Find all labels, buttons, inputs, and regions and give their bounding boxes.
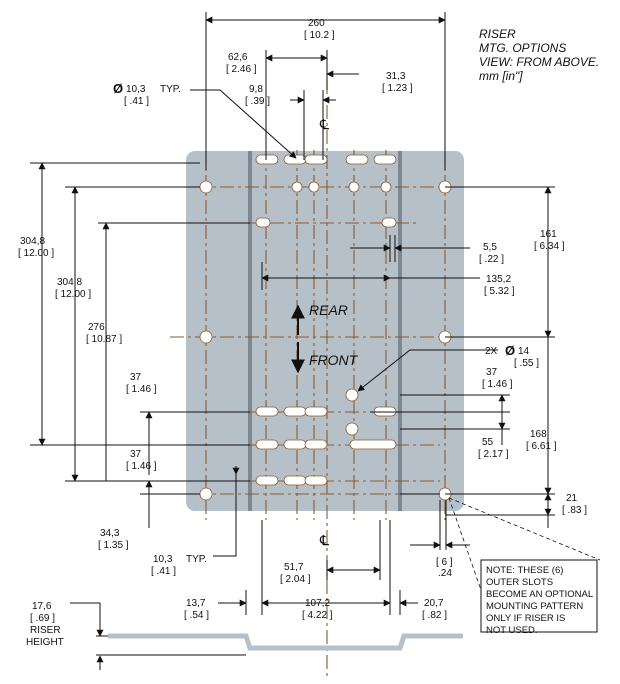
dim-276-in: [ 10.87 ] [86, 334, 122, 345]
svg-text:MOUNTING PATTERN: MOUNTING PATTERN [486, 601, 583, 612]
rear-label: REAR [309, 302, 348, 318]
dim-17-6: 17,6 [32, 601, 52, 612]
dim-5-5-in: [ .22 ] [479, 254, 504, 265]
diameter-symbol-2: Ø [505, 343, 515, 358]
centerline-marker-bottom: ℄ [319, 532, 329, 548]
dim-17-6-in: [ .69 ] [30, 613, 55, 624]
dim-161-in: [ 6.34 ] [534, 241, 565, 252]
dim-13-7-in: [ .54 ] [184, 610, 209, 621]
dim-55: 55 [482, 437, 494, 448]
title-block: RISER MTG. OPTIONS VIEW: FROM ABOVE. mm … [479, 27, 599, 83]
dim-10-3-b-in: [ .41 ] [151, 566, 176, 577]
dim-304-8-a: 304,8 [20, 236, 45, 247]
dim-10-3-in: [ .41 ] [124, 96, 149, 107]
dim-14: 14 [518, 346, 530, 357]
dim-31-3-in: [ 1.23 ] [382, 83, 413, 94]
dim-34-3: 34,3 [100, 528, 120, 539]
dim-304-8-b-in: [ 12.00 ] [55, 289, 91, 300]
dim-6: [ 6 ] [436, 557, 453, 568]
riser-height-label-2: HEIGHT [26, 637, 64, 648]
dim-37-left-b: 37 [130, 449, 142, 460]
dim-9-8: 9,8 [249, 84, 263, 95]
svg-text:MTG. OPTIONS: MTG. OPTIONS [479, 41, 566, 55]
riser-profile [108, 633, 463, 651]
dim-9-8-in: [ .39 ] [245, 96, 270, 107]
dim-31-3: 31,3 [386, 71, 406, 82]
dim-37-left: 37 [130, 372, 142, 383]
dim-135-2-in: [ 5.32 ] [484, 286, 515, 297]
dim-62-6: 62,6 [228, 52, 248, 63]
centerline-marker-top: ℄ [319, 116, 329, 132]
dim-135-2: 135,2 [486, 274, 511, 285]
svg-text:VIEW: FROM ABOVE.: VIEW: FROM ABOVE. [479, 55, 599, 69]
dim-10-3-b: 10,3 [153, 554, 173, 565]
dim-34-3-in: [ 1.35 ] [98, 540, 129, 551]
dim-20-7-in: [ .82 ] [422, 610, 447, 621]
dimension-lines [30, 12, 555, 670]
svg-text:BECOME AN OPTIONAL: BECOME AN OPTIONAL [486, 589, 593, 600]
dim-37-left-in: [ 1.46 ] [126, 384, 157, 395]
dim-276: 276 [88, 322, 105, 333]
dim-13-7: 13,7 [186, 598, 206, 609]
dim-168-in: [ 6.61 ] [526, 441, 557, 452]
dim-260-in: [ 10.2 ] [304, 30, 335, 41]
dim-304-8-a-in: [ 12.00 ] [18, 248, 54, 259]
dim-260: 260 [308, 18, 325, 29]
svg-text:OUTER SLOTS: OUTER SLOTS [486, 577, 553, 588]
svg-text:NOT USED.: NOT USED. [486, 625, 538, 636]
dim-51-7: 51,7 [284, 562, 304, 573]
dim-55-in: [ 2.17 ] [478, 449, 509, 460]
note-leaders [448, 497, 601, 591]
riser-plate [186, 151, 464, 511]
riser-height-label-1: RISER [30, 625, 61, 636]
typ-label-2: TYP. [186, 554, 207, 565]
dim-6-in: .24 [438, 568, 452, 579]
dim-5-5: 5,5 [483, 242, 497, 253]
dim-161: 161 [540, 229, 557, 240]
dim-107-2: 107,2 [305, 598, 330, 609]
dim-21-in: [ .83 ] [562, 505, 587, 516]
mounting-slots [255, 154, 397, 486]
holes-2x: 2X [485, 346, 498, 357]
dim-51-7-in: [ 2.04 ] [280, 574, 311, 585]
dim-37-right-in: [ 1.46 ] [482, 379, 513, 390]
dim-14-in: [ .55 ] [514, 358, 539, 369]
dimension-texts: 260 [ 10.2 ] 62,6 [ 2.46 ] 31,3 [ 1.23 ]… [18, 18, 587, 648]
typ-label-1: TYP. [160, 84, 181, 95]
dim-20-7: 20,7 [424, 598, 444, 609]
note-text: NOTE: THESE (6) OUTER SLOTS BECOME AN OP… [486, 565, 593, 636]
dim-304-8-b: 304,8 [57, 277, 82, 288]
front-label: FRONT [309, 352, 359, 368]
dim-62-6-in: [ 2.46 ] [226, 64, 257, 75]
dim-37-left-b-in: [ 1.46 ] [126, 461, 157, 472]
diameter-symbol-1: Ø [113, 81, 123, 96]
dim-107-2-in: [ 4.22 ] [302, 610, 333, 621]
note-box [480, 559, 598, 633]
svg-text:ONLY IF RISER IS: ONLY IF RISER IS [486, 613, 565, 624]
dim-37-right: 37 [486, 367, 498, 378]
svg-text:NOTE: THESE (6): NOTE: THESE (6) [486, 565, 563, 576]
dim-168: 168 [530, 429, 547, 440]
svg-text:RISER: RISER [479, 27, 516, 41]
dim-21: 21 [566, 493, 578, 504]
dim-10-3: 10,3 [126, 84, 146, 95]
svg-text:mm [in"]: mm [in"] [479, 69, 523, 83]
